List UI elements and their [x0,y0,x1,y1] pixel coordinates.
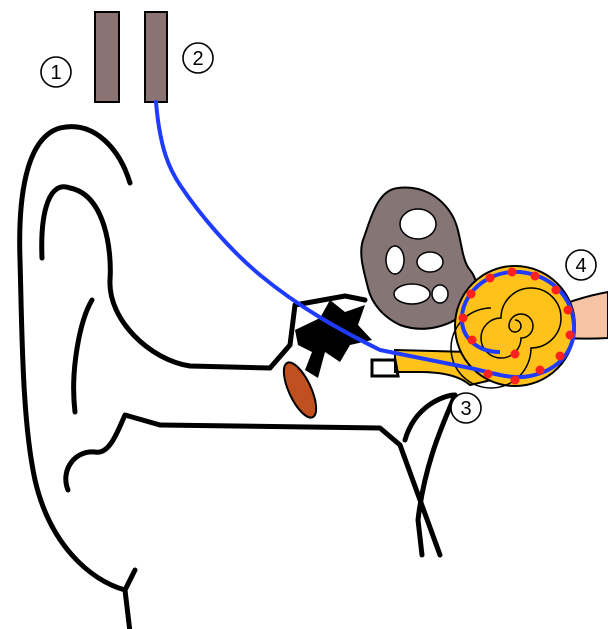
svg-text:2: 2 [192,48,203,70]
svg-text:4: 4 [575,255,586,277]
callout-4: 4 [566,250,596,280]
implant-receiver-icon [145,12,167,102]
external-sound-processor-icon [95,12,119,102]
svg-text:3: 3 [460,398,471,420]
callout-2: 2 [183,43,213,73]
svg-text:1: 1 [50,62,61,84]
callout-1: 1 [41,57,71,87]
callout-3: 3 [451,393,481,423]
